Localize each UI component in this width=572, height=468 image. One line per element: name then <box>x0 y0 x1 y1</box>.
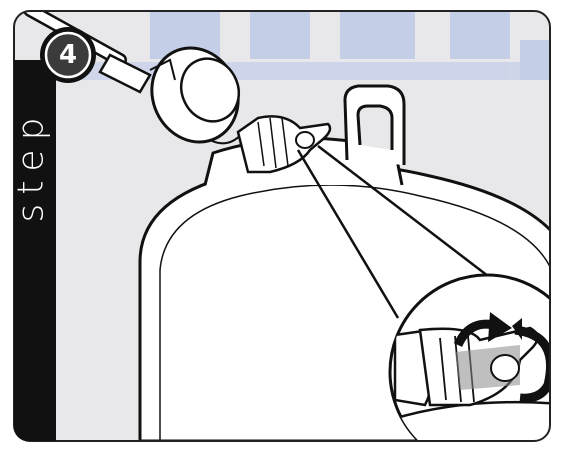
step-label: step <box>13 100 49 230</box>
step-number: 4 <box>48 35 88 75</box>
step-word-text: step <box>11 108 52 222</box>
